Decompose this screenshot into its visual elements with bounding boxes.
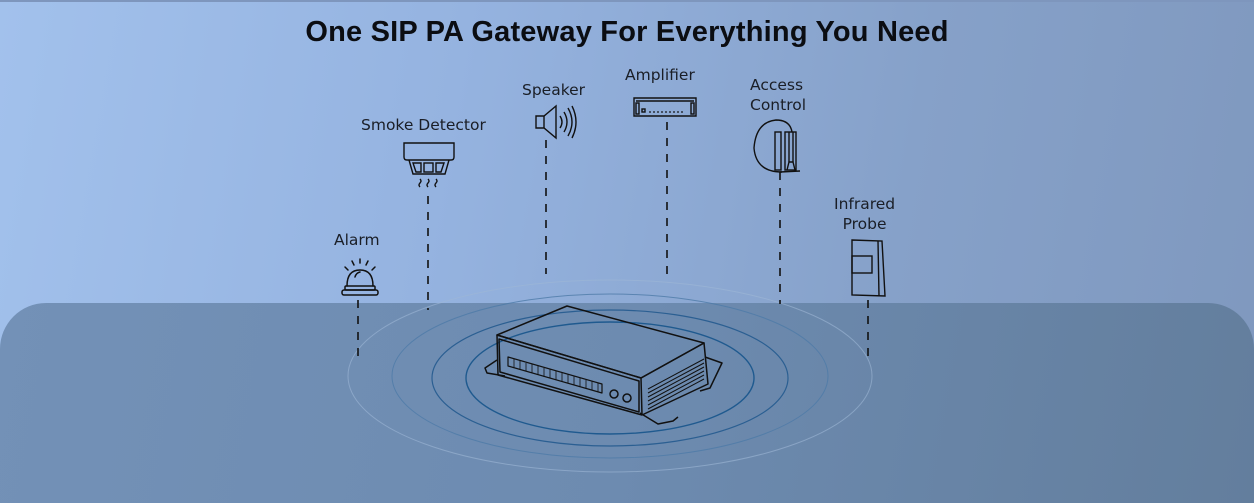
label-access-control-line1: Access bbox=[750, 76, 804, 94]
ring-outer bbox=[347, 279, 873, 473]
label-speaker: Speaker bbox=[522, 81, 586, 99]
access-control-icon bbox=[753, 119, 801, 173]
label-infrared-probe-line1: Infrared bbox=[834, 195, 896, 213]
ring-4 bbox=[391, 293, 829, 459]
label-infrared-probe-line2: Probe bbox=[842, 215, 887, 233]
label-amplifier: Amplifier bbox=[625, 66, 695, 84]
top-border bbox=[0, 0, 1254, 2]
label-access-control-line2: Control bbox=[750, 96, 807, 114]
alarm-light-icon bbox=[341, 258, 379, 296]
label-infrared-probe: Infrared Probe bbox=[834, 194, 895, 234]
ring-3 bbox=[431, 309, 789, 447]
label-smoke-detector: Smoke Detector bbox=[361, 116, 486, 134]
connector-lines bbox=[357, 122, 869, 362]
label-access-control: Access Control bbox=[750, 75, 806, 115]
gateway-device-icon bbox=[484, 305, 723, 425]
ring-2 bbox=[465, 321, 755, 435]
amplifier-icon bbox=[633, 97, 697, 117]
smoke-detector-icon bbox=[403, 142, 455, 188]
label-alarm: Alarm bbox=[334, 231, 380, 249]
infrared-probe-icon bbox=[851, 239, 886, 297]
speaker-icon bbox=[535, 104, 577, 140]
base-panel bbox=[0, 303, 1254, 503]
page-title: One SIP PA Gateway For Everything You Ne… bbox=[305, 16, 949, 48]
signal-rings bbox=[347, 279, 873, 473]
